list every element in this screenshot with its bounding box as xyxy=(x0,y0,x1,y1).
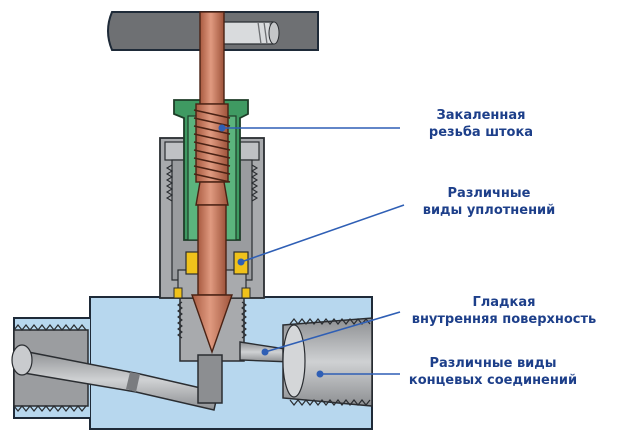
outlet-port xyxy=(282,317,373,407)
callout-label-line2: резьба штока xyxy=(428,125,534,140)
callout-label-line1: Гладкая xyxy=(472,295,536,310)
callout-label-line1: Различные виды xyxy=(429,356,557,371)
callout-label-line2: концевых соединений xyxy=(408,373,578,388)
callout-label-stem-thread: Закаленная резьба штока xyxy=(406,107,556,141)
callout-dot-inner-surface xyxy=(261,348,269,356)
valve-stem xyxy=(191,11,233,355)
callout-label-line1: Закаленная xyxy=(436,108,526,123)
callout-lines xyxy=(218,124,405,378)
inlet-port xyxy=(11,324,219,412)
callout-label-end-connections: Различные виды концевых соединений xyxy=(398,355,588,389)
callout-line-seals xyxy=(240,204,405,263)
callout-label-line1: Различные xyxy=(447,186,531,201)
callout-dot-end-connections xyxy=(316,370,324,378)
callout-dot-stem-thread xyxy=(218,124,226,132)
callout-line-inner-surface xyxy=(264,311,401,353)
callout-label-line2: внутренняя поверхность xyxy=(411,312,597,327)
callout-label-line2: виды уплотнений xyxy=(422,203,556,218)
callout-label-inner-surface: Гладкая внутренняя поверхность xyxy=(396,294,612,328)
callout-label-seals: Различные виды уплотнений xyxy=(404,185,574,219)
callout-dot-seals xyxy=(237,258,245,266)
seal-rings xyxy=(173,251,251,299)
